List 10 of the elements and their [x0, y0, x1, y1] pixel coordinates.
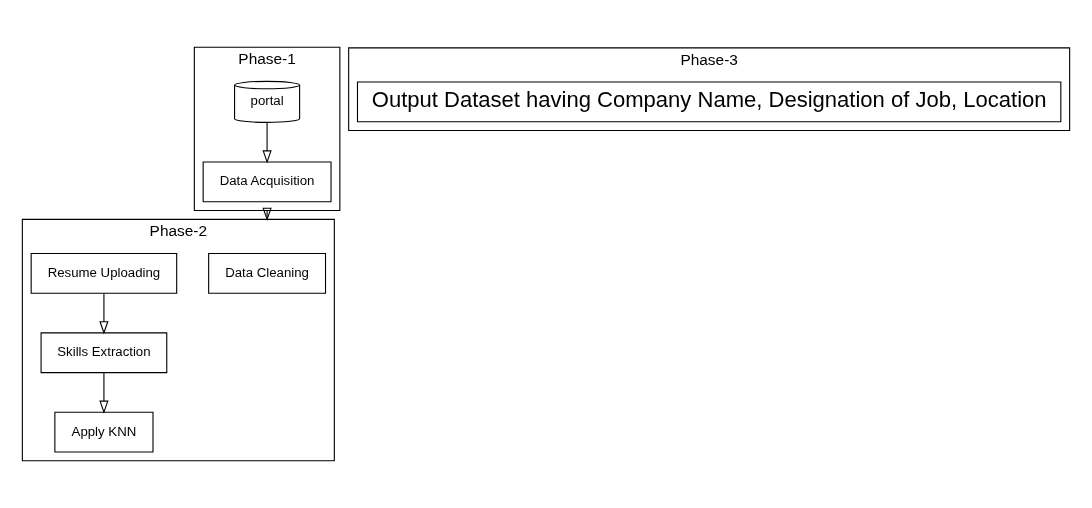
arrow [262, 122, 272, 164]
node-box: Output Dataset having Company Name, Designation of Job, Location [356, 81, 1062, 123]
arrow [262, 207, 272, 221]
arrow [99, 292, 109, 335]
node-box: Data Acquisition [202, 161, 332, 203]
node-box: Resume Uploading [30, 252, 178, 294]
arrow [99, 372, 109, 414]
node-box: Data Cleaning [208, 252, 327, 294]
node-box: Skills Extraction [40, 332, 168, 374]
node-box: Apply KNN [54, 411, 154, 453]
